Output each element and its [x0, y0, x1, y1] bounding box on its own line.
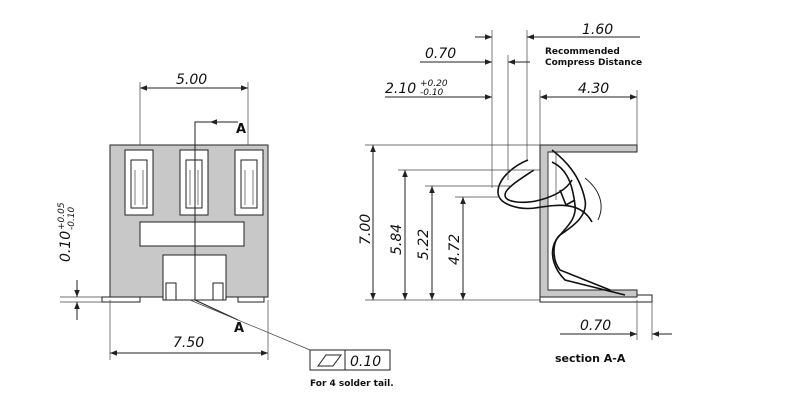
section-view: 7.00 5.84 5.22 4.72 1.60 Recommended Com… [358, 22, 672, 365]
solder-tail-right [212, 282, 224, 301]
dim-height-4: 4.72 [447, 234, 463, 265]
contact-window-right [234, 149, 264, 216]
base-foot-right [237, 296, 265, 303]
dim-offset-2-tol-plus: +0.20 [420, 79, 448, 89]
dim-offset-2-tol-minus: -0.10 [420, 88, 444, 98]
dim-offset-1: 0.70 [425, 46, 456, 62]
front-view: A A 5.00 7.50 0.10 +0.05 -0.10 0.10 For … [57, 72, 394, 389]
dim-height-total: 7.00 [358, 214, 374, 245]
center-slot [139, 221, 245, 247]
contact-spring-middle [185, 159, 203, 209]
contact-windows [124, 149, 264, 216]
dim-height-2: 5.84 [389, 224, 405, 255]
dim-thickness: 0.10 [58, 231, 74, 262]
flatness-value: 0.10 [350, 354, 381, 370]
dim-height-3: 5.22 [416, 229, 432, 260]
dim-bottom-offset: 0.70 [580, 318, 611, 334]
base-foot-left [101, 296, 141, 303]
dim-width-bottom: 7.50 [173, 335, 204, 351]
dim-offset-2: 2.10 [385, 81, 416, 97]
spring-contacts [497, 149, 626, 296]
contact-spring-left [130, 159, 148, 209]
section-label-bottom: A [234, 321, 244, 336]
dim-compress: 1.60 [582, 22, 613, 38]
flatness-note: For 4 solder tail. [310, 379, 394, 389]
flatness-symbol-icon [317, 354, 342, 367]
dim-depth: 4.30 [578, 81, 609, 97]
contact-window-left [124, 149, 154, 216]
compress-note-line1: Recommended [545, 47, 620, 57]
contact-window-middle [179, 149, 209, 216]
section-caption: section A-A [555, 352, 626, 365]
solder-tail-left [165, 282, 177, 301]
compress-note-line2: Compress Distance [545, 58, 642, 68]
contact-spring-right [240, 159, 258, 209]
section-housing [539, 144, 638, 298]
dim-width-top: 5.00 [176, 72, 207, 88]
dim-thickness-tol-minus: -0.10 [67, 206, 77, 230]
section-label-top: A [236, 122, 246, 137]
dim-thickness-tol-plus: +0.05 [57, 202, 67, 230]
